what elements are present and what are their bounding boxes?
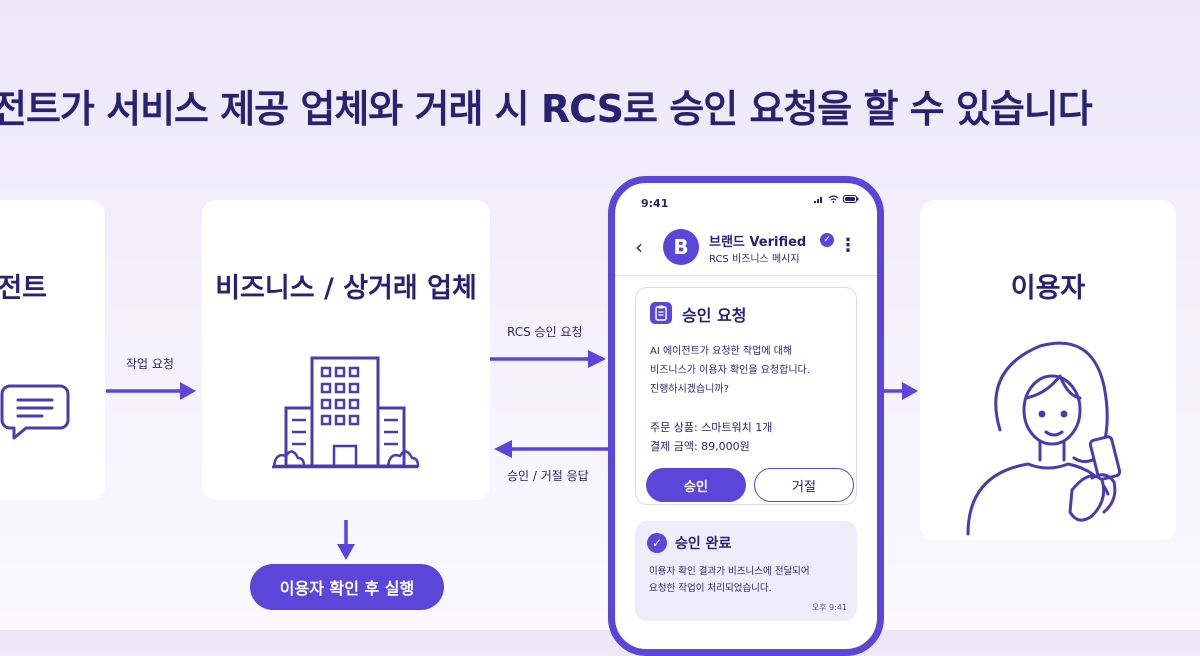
complete-body: 이용자 확인 결과가 비즈니스에 전달되어 요청한 작업이 처리되었습니다. — [649, 563, 849, 597]
task-request-label: 작업 요청 — [126, 357, 174, 371]
request-body-line: 진행하시겠습니까? — [650, 384, 729, 395]
request-title: 승인 요청 — [682, 306, 747, 325]
signal-icon — [814, 197, 822, 203]
back-arrow-icon[interactable]: ‹ — [635, 235, 643, 259]
person-with-phone-illustration — [960, 338, 1140, 542]
battery-icon — [843, 195, 859, 203]
status-icons — [814, 195, 859, 203]
headline: 전트가 서비스 제공 업체와 거래 시 RCS로 승인 요청을 할 수 있습니다 — [0, 87, 1093, 131]
clipboard-icon — [650, 302, 672, 324]
user-card-title: 이용자 — [1010, 273, 1086, 304]
message-time: 오후 9:41 — [811, 603, 847, 612]
rcs-request-label: RCS 승인 요청 — [507, 325, 583, 339]
phone-mockup: 9:41 ‹ B 브랜드 Verified ✓ RCS 비즈니스 메시지 ⋮ 승… — [608, 176, 884, 656]
business-card-title: 비즈니스 / 상거래 업체 — [215, 273, 477, 304]
execute-after-confirm-button[interactable]: 이용자 확인 후 실행 — [250, 564, 444, 610]
request-body: AI 에이전트가 요청한 작업에 대해 비즈니스가 이용자 확인을 요청합니다.… — [650, 342, 850, 399]
chat-icon — [0, 382, 72, 448]
order-product: 주문 상품: 스마트워치 1개 — [650, 421, 773, 434]
right-arrow-icon — [106, 382, 196, 400]
request-body-line: 비즈니스가 이용자 확인을 요청합니다. — [650, 365, 810, 376]
order-amount: 결제 금액: 89,000원 — [650, 440, 750, 453]
approval-complete-card: ✓ 승인 완료 이용자 확인 결과가 비즈니스에 전달되어 요청한 작업이 처리… — [635, 521, 857, 621]
verified-icon: ✓ — [820, 233, 834, 247]
status-time: 9:41 — [641, 197, 669, 210]
building-icon — [272, 352, 420, 476]
divider — [615, 275, 877, 276]
request-body-line: AI 에이전트가 요청한 작업에 대해 — [650, 346, 793, 357]
right-arrow-icon — [882, 382, 918, 400]
approve-button[interactable]: 승인 — [646, 468, 746, 502]
complete-title: 승인 완료 — [675, 536, 732, 552]
brand-subtitle: RCS 비즈니스 메시지 — [709, 254, 800, 265]
order-details: 주문 상품: 스마트워치 1개 결제 금액: 89,000원 — [650, 418, 772, 456]
complete-body-line: 요청한 작업이 처리되었습니다. — [649, 583, 772, 594]
response-label: 승인 / 거절 응답 — [507, 469, 589, 483]
complete-body-line: 이용자 확인 결과가 비즈니스에 전달되어 — [649, 566, 810, 577]
wifi-icon — [828, 195, 839, 203]
right-arrow-icon — [490, 350, 606, 368]
brand-avatar: B — [663, 229, 699, 265]
left-arrow-icon — [494, 440, 608, 458]
agent-card-title: 전트 — [0, 273, 47, 304]
reject-button[interactable]: 거절 — [754, 468, 854, 502]
down-arrow-icon — [337, 520, 355, 560]
brand-name: 브랜드 Verified — [709, 235, 807, 250]
check-circle-icon: ✓ — [647, 533, 667, 553]
agent-card: 전트 — [0, 200, 105, 500]
kebab-menu-icon[interactable]: ⋮ — [839, 235, 857, 256]
approval-request-card: 승인 요청 AI 에이전트가 요청한 작업에 대해 비즈니스가 이용자 확인을 … — [635, 287, 857, 505]
